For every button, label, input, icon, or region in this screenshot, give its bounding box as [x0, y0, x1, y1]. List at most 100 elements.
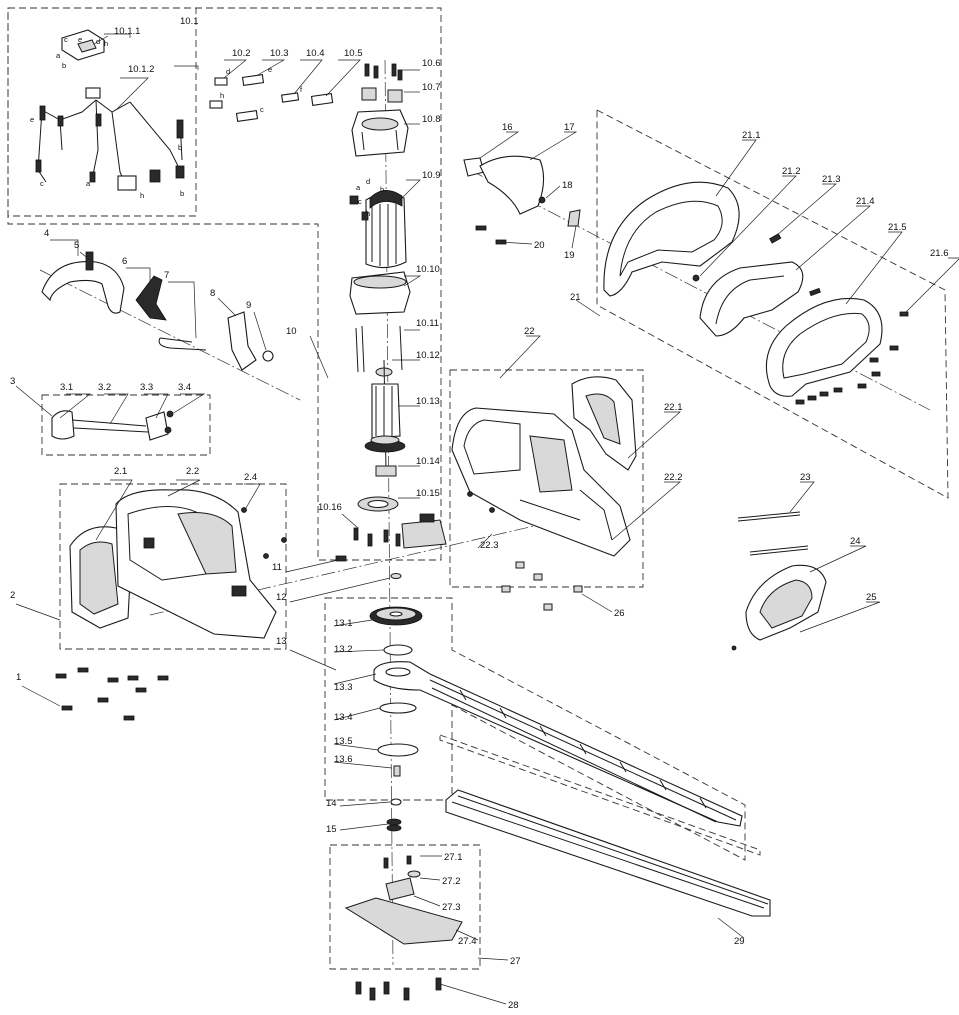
label-18: 18	[562, 180, 573, 191]
frame-3	[41, 394, 211, 456]
frame-10-1	[7, 7, 197, 217]
label-10-14: 10.14	[416, 456, 440, 467]
bottom-cover-group-27	[344, 855, 463, 945]
trigger-21-4	[699, 261, 804, 337]
frame-2	[59, 483, 287, 650]
spring-9	[262, 350, 274, 362]
plate-13-5	[377, 743, 419, 757]
label-26: 26	[614, 608, 625, 619]
label-2-4: 2.4	[244, 472, 257, 483]
label-10-12: 10.12	[416, 350, 440, 361]
label-10-1: 10.1	[180, 16, 199, 27]
label-13-1: 13.1	[334, 618, 353, 629]
label-12: 12	[276, 592, 287, 603]
wire-letter: h	[104, 39, 108, 48]
label-13-2: 13.2	[334, 644, 353, 655]
housing-group-22	[451, 376, 637, 611]
label-10-2: 10.2	[232, 48, 251, 59]
label-5: 5	[74, 240, 79, 251]
gear-plate-10-15	[357, 496, 399, 512]
label-17: 17	[564, 122, 575, 133]
label-23: 23	[800, 472, 811, 483]
wiring-harness-10-1-2	[35, 87, 185, 191]
label-3-3: 3.3	[140, 382, 153, 393]
label-28: 28	[508, 1000, 519, 1011]
gear-13-1	[369, 606, 423, 626]
label-10-15: 10.15	[416, 488, 440, 499]
switch-10-1-1	[61, 29, 105, 61]
label-27-2: 27.2	[442, 876, 461, 887]
bracket-6	[135, 275, 167, 321]
grip-21-5	[765, 297, 883, 397]
label-10-1-1: 10.1.1	[114, 26, 140, 37]
wire-letter: e	[268, 65, 272, 74]
label-21-1: 21.1	[742, 130, 761, 141]
gear-and-blade-group	[335, 555, 743, 832]
motor-housing-group-2	[69, 489, 287, 639]
washer-12	[390, 573, 402, 579]
screws-10-16	[353, 527, 401, 547]
wire-clip-7	[158, 337, 207, 351]
wire-letter: c	[64, 35, 68, 44]
frame-22	[449, 369, 644, 588]
wire-terminals-10-2-10-5	[209, 74, 334, 122]
label-13-5: 13.5	[334, 736, 353, 747]
screw-11	[335, 555, 347, 562]
label-7: 7	[164, 270, 169, 281]
label-10-4: 10.4	[306, 48, 325, 59]
label-27-1: 27.1	[444, 852, 463, 863]
wire-letter: a	[356, 183, 361, 192]
wire-letter: f	[300, 85, 303, 94]
frame-27	[329, 844, 481, 970]
switch-harness-group	[35, 29, 334, 191]
wire-letter: h	[140, 191, 144, 200]
motor-stack	[349, 63, 447, 549]
label-2-2: 2.2	[186, 466, 199, 477]
wire-letter: h	[366, 209, 370, 218]
cover-plate-27-4	[344, 897, 463, 945]
screw-21-2	[692, 274, 700, 282]
frame-13	[324, 597, 746, 861]
label-10-6: 10.6	[422, 58, 441, 69]
motor-end-cap-10-8	[351, 109, 409, 157]
rear-handle-group-21	[603, 181, 909, 405]
label-16: 16	[502, 122, 513, 133]
screw-22-3	[489, 507, 495, 513]
label-21: 21	[570, 292, 581, 303]
label-10-7: 10.7	[422, 82, 441, 93]
label-21-3: 21.3	[822, 174, 841, 185]
label-3-4: 3.4	[178, 382, 191, 393]
wire-letter: c	[40, 179, 44, 188]
blade-13-3	[373, 661, 743, 827]
label-19: 19	[564, 250, 575, 261]
label-10-5: 10.5	[344, 48, 363, 59]
label-13-6: 13.6	[334, 754, 353, 765]
screw-25	[731, 645, 737, 651]
label-27-3: 27.3	[442, 902, 461, 913]
label-22: 22	[524, 326, 535, 337]
label-21-2: 21.2	[782, 166, 801, 177]
wire-letter: e	[78, 35, 82, 44]
frame-21	[596, 109, 949, 499]
wire-letter-codes: c e d h a b e a c b h b d h e c f d a b …	[30, 35, 384, 218]
label-27: 27	[510, 956, 521, 967]
wire-letter: b	[380, 185, 384, 194]
front-handle-4	[41, 261, 125, 314]
wire-letter: a	[56, 51, 61, 60]
label-13-3: 13.3	[334, 682, 353, 693]
part-labels: 10.1.1 10.1 10.1.2 10.2 10.3 10.4 10.5 1…	[10, 16, 949, 1011]
armature-10-13	[364, 359, 406, 471]
screws-21-6	[795, 311, 909, 405]
housing-half-2-2	[115, 489, 277, 639]
label-10-11: 10.11	[416, 318, 439, 329]
label-11: 11	[272, 562, 282, 573]
label-20: 20	[534, 240, 545, 251]
label-13-4: 13.4	[334, 712, 353, 723]
cable-group-3	[51, 410, 174, 441]
plate-13-4	[379, 702, 417, 714]
label-3-2: 3.2	[98, 382, 111, 393]
washer-27-2	[407, 870, 421, 878]
label-10-13: 10.13	[416, 396, 440, 407]
handle-frame-21-1	[603, 181, 740, 297]
group-frames	[7, 7, 949, 970]
